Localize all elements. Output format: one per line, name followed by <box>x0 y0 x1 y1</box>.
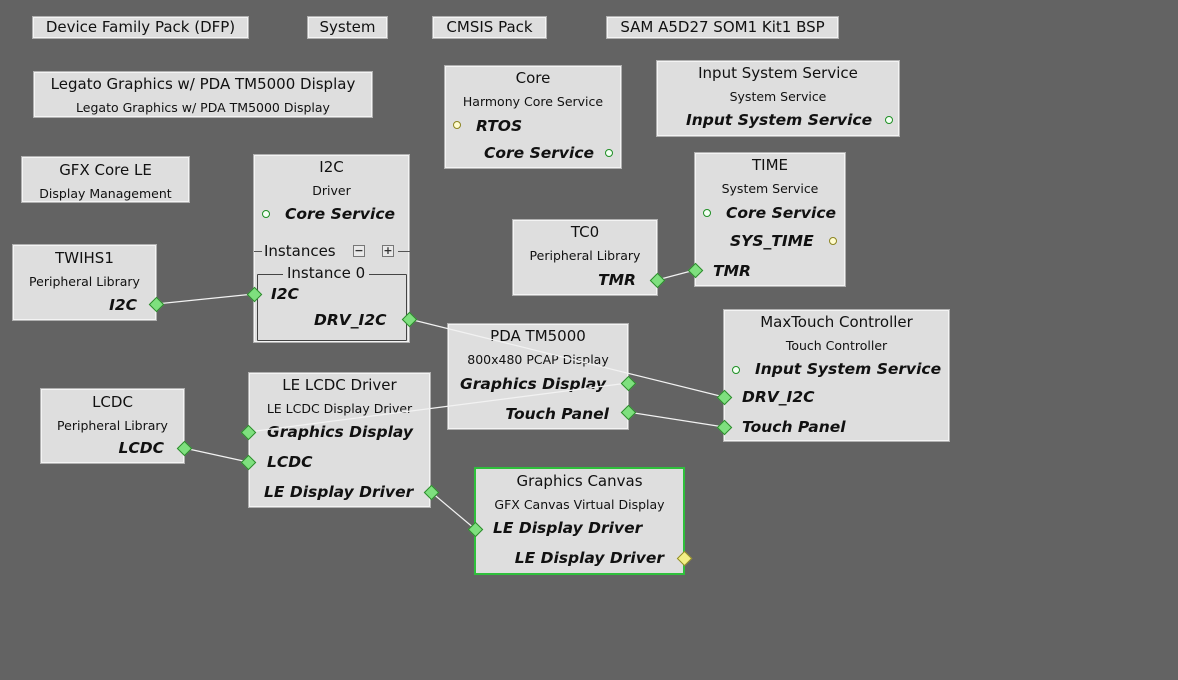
component-subtitle: Display Management <box>39 186 172 201</box>
component-title: TC0 <box>570 223 600 241</box>
wire-le-display-driver <box>430 491 476 530</box>
component-title: Input System Service <box>698 64 858 82</box>
tag-cmsis-pack[interactable]: CMSIS Pack <box>432 16 547 39</box>
component-title: I2C <box>319 158 344 176</box>
port-i2c: I2C <box>271 285 299 303</box>
tag-device-family-pack[interactable]: Device Family Pack (DFP) <box>32 16 249 39</box>
component-input-system-service[interactable]: Input System Service System Service Inpu… <box>656 60 900 137</box>
instances-divider <box>398 251 410 252</box>
component-subtitle: Driver <box>312 183 351 198</box>
component-title: TWIHS1 <box>55 249 114 267</box>
port-core-service: Core Service <box>484 144 595 162</box>
port-touch-panel: Touch Panel <box>505 405 609 423</box>
wire-twihs1-i2c <box>155 293 255 305</box>
wire-touch-panel <box>627 411 725 428</box>
component-lcdc[interactable]: LCDC Peripheral Library LCDC <box>40 388 185 464</box>
component-subtitle: Touch Controller <box>785 338 888 353</box>
instances-label: Instances <box>264 242 336 260</box>
port-tmr: TMR <box>713 262 751 280</box>
component-subtitle: LE LCDC Display Driver <box>266 401 413 416</box>
port-tmr: TMR <box>598 271 636 289</box>
component-subtitle: 800x480 PCAP Display <box>467 352 609 367</box>
port-core-service: Core Service <box>285 205 396 223</box>
component-graphics-canvas[interactable]: Graphics Canvas GFX Canvas Virtual Displ… <box>474 467 685 575</box>
component-subtitle: Harmony Core Service <box>462 94 604 109</box>
port-i2c: I2C <box>109 296 137 314</box>
component-subtitle: System Service <box>721 181 819 196</box>
rtos-port-icon[interactable] <box>453 121 461 129</box>
component-title: Legato Graphics w/ PDA TM5000 Display <box>50 75 356 93</box>
port-le-display-driver: LE Display Driver <box>264 483 414 501</box>
component-title: GFX Core LE <box>59 161 152 179</box>
instances-divider <box>254 251 262 252</box>
port-rtos: RTOS <box>476 117 523 135</box>
port-input-system-service: Input System Service <box>755 360 942 378</box>
port-graphics-display: Graphics Display <box>267 423 413 441</box>
component-time[interactable]: TIME System Service Core Service SYS_TIM… <box>694 152 846 287</box>
port-sys-time: SYS_TIME <box>730 232 814 250</box>
input-system-service-port-icon[interactable] <box>885 116 893 124</box>
component-i2c-driver[interactable]: I2C Driver Core Service Instances − + In… <box>253 154 410 343</box>
component-tc0[interactable]: TC0 Peripheral Library TMR <box>512 219 658 296</box>
add-instance-button[interactable]: + <box>382 244 394 257</box>
port-input-system-service: Input System Service <box>686 111 873 129</box>
port-drv-i2c: DRV_I2C <box>314 311 387 329</box>
port-drv-i2c: DRV_I2C <box>742 388 815 406</box>
sys-time-port-icon[interactable] <box>829 237 837 245</box>
component-subtitle: Peripheral Library <box>29 274 140 289</box>
wire-lcdc <box>183 447 249 463</box>
component-twihs1[interactable]: TWIHS1 Peripheral Library I2C <box>12 244 157 321</box>
port-le-display-driver-in: LE Display Driver <box>493 519 643 537</box>
port-lcdc: LCDC <box>267 453 313 471</box>
component-title: TIME <box>751 156 788 174</box>
component-le-lcdc-driver[interactable]: LE LCDC Driver LE LCDC Display Driver Gr… <box>248 372 431 508</box>
component-core[interactable]: Core Harmony Core Service RTOS Core Serv… <box>444 65 622 169</box>
core-service-port-icon[interactable] <box>605 149 613 157</box>
component-subtitle: Legato Graphics w/ PDA TM5000 Display <box>76 100 330 115</box>
port-graphics-display: Graphics Display <box>460 375 606 393</box>
component-title: MaxTouch Controller <box>760 313 913 331</box>
port-lcdc: LCDC <box>118 439 165 457</box>
component-subtitle: Peripheral Library <box>529 248 641 263</box>
component-title: PDA TM5000 <box>490 327 586 345</box>
component-gfx-core-le[interactable]: GFX Core LE Display Management <box>21 156 190 203</box>
component-subtitle: System Service <box>729 89 827 104</box>
component-title: Graphics Canvas <box>516 472 643 490</box>
component-title: Core <box>515 69 551 87</box>
tag-bsp[interactable]: SAM A5D27 SOM1 Kit1 BSP <box>606 16 839 39</box>
component-title: LE LCDC Driver <box>282 376 397 394</box>
core-service-port-icon[interactable] <box>703 209 711 217</box>
component-subtitle: Peripheral Library <box>57 418 168 433</box>
component-legato-graphics[interactable]: Legato Graphics w/ PDA TM5000 Display Le… <box>33 71 373 118</box>
input-system-service-port-icon[interactable] <box>732 366 740 374</box>
component-subtitle: GFX Canvas Virtual Display <box>494 497 665 512</box>
instance-0-group: Instance 0 I2C DRV_I2C <box>257 264 407 341</box>
instance-0-label: Instance 0 <box>283 264 370 282</box>
remove-instance-button[interactable]: − <box>353 244 365 257</box>
component-maxtouch-controller[interactable]: MaxTouch Controller Touch Controller Inp… <box>723 309 950 442</box>
tag-system[interactable]: System <box>307 16 388 39</box>
component-title: LCDC <box>92 393 133 411</box>
core-service-port-icon[interactable] <box>262 210 270 218</box>
port-core-service: Core Service <box>726 204 837 222</box>
component-pda-tm5000[interactable]: PDA TM5000 800x480 PCAP Display Graphics… <box>447 323 629 430</box>
port-touch-panel: Touch Panel <box>742 418 846 436</box>
port-le-display-driver-out: LE Display Driver <box>514 549 664 567</box>
